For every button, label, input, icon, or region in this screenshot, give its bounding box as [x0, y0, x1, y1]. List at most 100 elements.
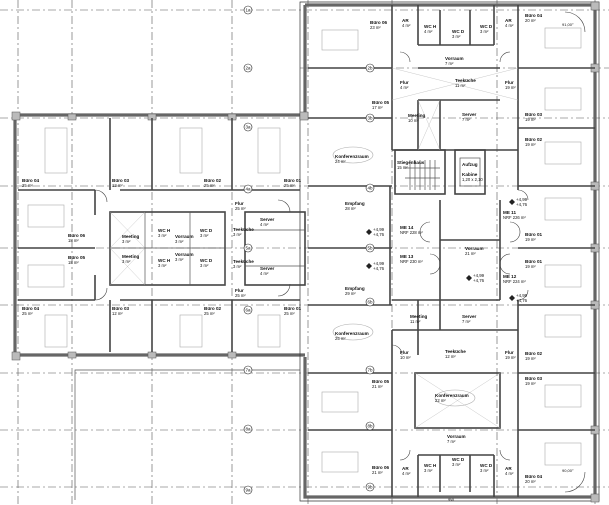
room-name: WC H [158, 228, 171, 233]
room-name: Büro 01 [525, 232, 543, 237]
room-area: 3 m² [452, 462, 461, 467]
grid-label: 7b [365, 365, 375, 375]
room-label: WC H4 m² [424, 24, 437, 34]
room-area: 20 m² [525, 479, 536, 484]
room-name: Büro 03 [112, 178, 130, 183]
level-mark: +4,99+4,76 [366, 227, 385, 237]
room-name: AR [402, 466, 409, 471]
level-top: +4,99 [373, 227, 385, 232]
room-name: Büro 03 [525, 112, 543, 117]
room-area: 4 m² [402, 23, 411, 28]
room-name: AR [402, 18, 409, 23]
room-area: 20 m² [525, 18, 536, 23]
room-area: 19 m² [525, 381, 536, 386]
room-area: 4 m² [402, 471, 411, 476]
room-label: WC H3 m² [158, 258, 171, 268]
grid-label: 9b [365, 482, 375, 492]
room-name: Büro 02 [204, 178, 222, 183]
room-name: Büro 03 [112, 306, 130, 311]
room-name: Konferenzraum [335, 331, 369, 336]
room-name: Konferenzraum [435, 393, 469, 398]
grid-label: 5a [243, 243, 253, 253]
room-area: 29 m² [345, 291, 356, 296]
level-marker-icon [366, 263, 372, 269]
room-area: 1,20 x 2,10 [462, 177, 483, 182]
room-name: Konferenzraum [335, 154, 369, 159]
grid-label: 6b [365, 297, 375, 307]
room-name: WC D [452, 29, 465, 34]
room-area: 25 m² [22, 311, 33, 316]
level-bottom: +4,76 [473, 278, 485, 283]
room-name: Büro 04 [22, 178, 40, 183]
grid-label: 1a [243, 5, 253, 15]
room-area: 3 m² [122, 259, 131, 264]
room-name: Büro 05 [372, 379, 390, 384]
room-name: AR [505, 466, 512, 471]
room-area: 4 m² [400, 85, 409, 90]
svg-text:6b: 6b [367, 300, 373, 305]
room-name: Teeküche [445, 349, 466, 354]
room-name: WC D [480, 463, 493, 468]
room-area: 15 m² [397, 165, 408, 170]
room-name: Stiegenhaus [397, 160, 425, 165]
grid-label: 3a [243, 122, 253, 132]
room-area: 4 m² [260, 222, 269, 227]
room-label: WC D3 m² [480, 463, 493, 473]
grid-label: 4b [365, 183, 375, 193]
room-label: WC D3 m² [452, 29, 465, 39]
room-area: 3 m² [200, 233, 209, 238]
room-name: Büro 01 [284, 178, 302, 183]
angle-label: 90,00° [562, 468, 574, 473]
level-marks: +4,99+4,76+4,99+4,76+4,99+4,76+4,99+4,76… [366, 197, 528, 303]
room-label: AR4 m² [402, 18, 411, 28]
room-area: 3 m² [480, 29, 489, 34]
room-area: 11 m² [410, 319, 421, 324]
room-area: 18 m² [68, 238, 79, 243]
room-name: Vorraum [465, 246, 484, 251]
room-name: Büro 05 [68, 255, 86, 260]
room-area: 3 m² [424, 468, 433, 473]
room-name: Meeting [122, 234, 140, 239]
room-area: 7 m² [445, 61, 454, 66]
dimension-label: 9W [448, 497, 454, 502]
room-name: Flur [505, 350, 514, 355]
room-area: 10 m² [408, 118, 419, 123]
room-name: Teeküche [233, 227, 254, 232]
svg-text:7a: 7a [245, 368, 251, 373]
room-label: Aufzug [462, 162, 478, 167]
room-area: 3 m² [200, 263, 209, 268]
room-area: 17 m² [372, 105, 383, 110]
level-bottom: +4,76 [516, 202, 528, 207]
room-area: 22 m² [435, 398, 446, 403]
grid-label: 4a [243, 184, 253, 194]
svg-text:5b: 5b [367, 246, 373, 251]
svg-text:6a: 6a [245, 308, 251, 313]
level-bottom: +4,76 [516, 298, 528, 303]
svg-text:2a: 2a [245, 66, 251, 71]
room-name: AR [505, 18, 512, 23]
room-area: NRF 228 m² [400, 230, 423, 235]
room-name: Server [260, 266, 275, 271]
room-name: ME 12 [503, 274, 517, 279]
